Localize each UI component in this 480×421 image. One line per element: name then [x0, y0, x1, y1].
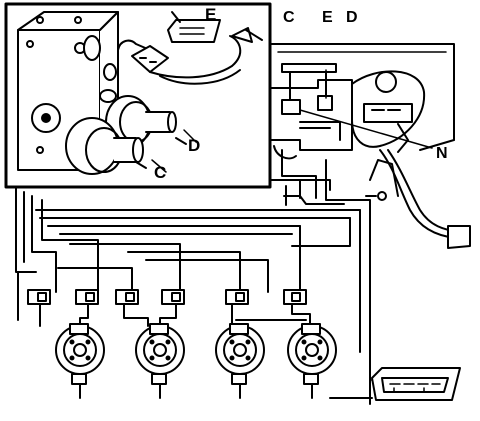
brake-disc-1 [55, 323, 105, 385]
label-e: E [322, 9, 333, 26]
brake-pedal [365, 149, 471, 249]
inset-label-c: C [154, 163, 167, 182]
label-c: C [283, 9, 295, 26]
control-module [371, 367, 461, 401]
brake-booster [351, 70, 426, 153]
label-n-leader [299, 109, 433, 149]
label-d: D [346, 9, 358, 26]
inset-arrows [151, 129, 197, 173]
inset-label-d: D [188, 136, 201, 155]
main-wiring [269, 43, 455, 205]
pipe-connectors [27, 289, 307, 305]
inset-solenoid-c [65, 117, 147, 175]
label-n: N [436, 145, 448, 162]
brake-disc-4 [287, 323, 337, 385]
master-cylinder [267, 63, 353, 151]
inset-connector-e [117, 11, 263, 85]
inset-label-e: E [205, 5, 217, 24]
brake-disc-2 [135, 323, 185, 385]
brake-disc-3 [215, 323, 265, 385]
